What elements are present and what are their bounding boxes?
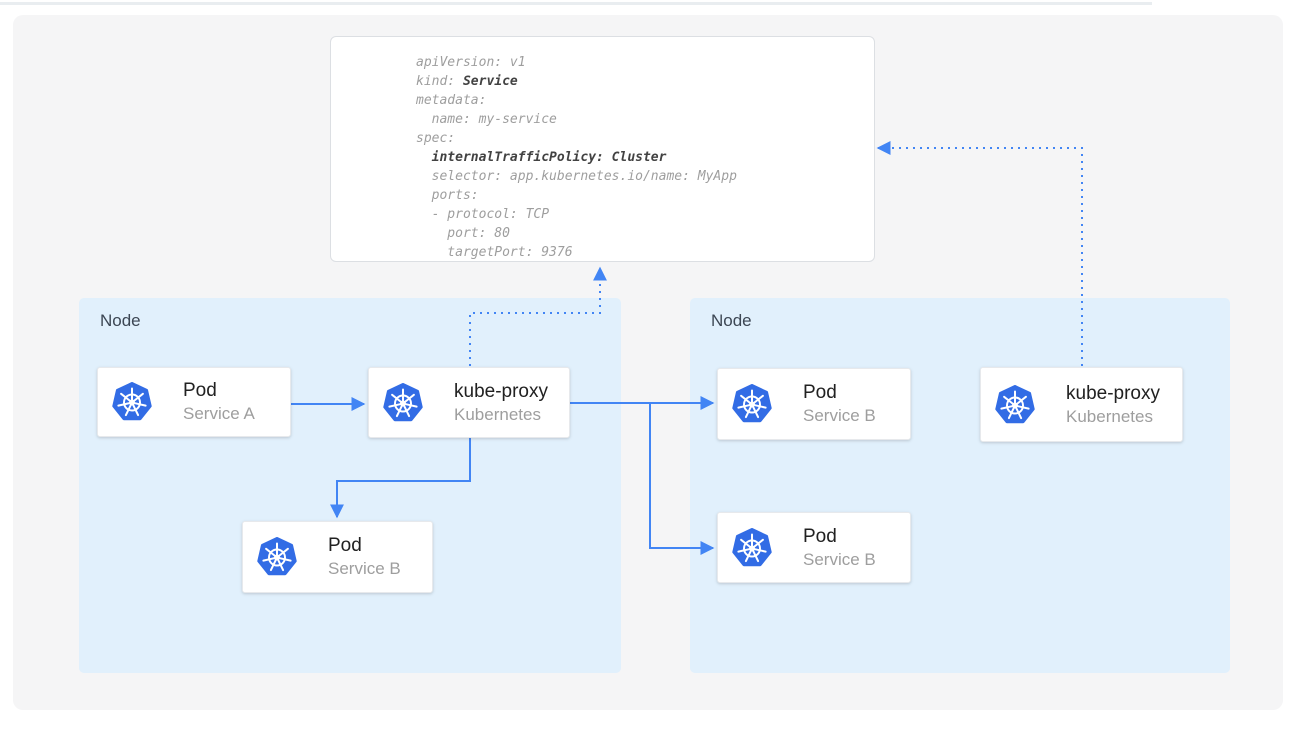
card-title: Pod [183, 380, 217, 401]
kubernetes-icon [257, 537, 297, 576]
node-right-label: Node [711, 311, 752, 330]
kubernetes-icon [112, 382, 152, 421]
kubernetes-icon [732, 384, 772, 423]
card-subtitle: Kubernetes [454, 404, 541, 424]
node-left-label: Node [100, 311, 141, 330]
code-line: name: my-service [416, 112, 557, 127]
card-subtitle: Service A [183, 404, 255, 423]
card-subtitle: Kubernetes [1066, 406, 1153, 426]
card-kube-proxy-left: kube-proxy Kubernetes [368, 367, 570, 438]
card-pod-service-b-right-bottom: Pod Service B [717, 512, 911, 583]
dotted-arrow-kube-proxy-left-to-service-yaml [469, 266, 607, 366]
node-right: Node [690, 298, 1230, 673]
card-subtitle: Service B [803, 406, 876, 425]
kubernetes-icon [732, 527, 772, 566]
diagram-panel: Node Node [13, 15, 1283, 710]
dotted-arrow-kube-proxy-right-to-service-yaml [876, 141, 1083, 366]
card-subtitle: Service B [803, 549, 876, 569]
code-line: apiVersion: v1 [416, 55, 526, 70]
card-kube-proxy-right: kube-proxy Kubernetes [980, 367, 1183, 442]
code-line: port: 80 [416, 226, 510, 241]
code-lines: apiVersion: v1 kind: Service metadata: nam… [331, 37, 874, 262]
card-pod-service-b-right-top: Pod Service B [717, 368, 911, 440]
card-title: Pod [803, 382, 837, 403]
code-line: kind: Service [416, 74, 518, 89]
code-line: targetPort: 9376 [416, 245, 573, 260]
kubernetes-icon [383, 382, 423, 421]
code-line: - protocol: TCP [416, 207, 550, 222]
card-title: kube-proxy [454, 380, 548, 402]
card-pod-service-a: Pod Service A [97, 367, 291, 437]
code-line: spec: [416, 131, 456, 146]
card-subtitle: Service B [328, 559, 401, 578]
code-line: ports: [416, 188, 479, 203]
arrow-kube-proxy-to-pod-right-bottom [649, 403, 715, 555]
service-yaml-card: apiVersion: v1 kind: Service metadata: nam… [330, 36, 875, 262]
card-title: kube-proxy [1066, 382, 1160, 404]
code-line: internalTrafficPolicy: Cluster [431, 150, 667, 165]
code-line: selector: app.kubernetes.io/name: MyApp [416, 169, 737, 184]
card-title: Pod [803, 525, 837, 547]
arrow-kube-proxy-to-pod-b-left [330, 438, 471, 519]
card-title: Pod [328, 535, 362, 556]
code-line: metadata: [416, 93, 487, 108]
node-left: Node [79, 298, 621, 673]
kubernetes-icon [995, 384, 1035, 423]
card-pod-service-b-left: Pod Service B [242, 521, 433, 593]
top-divider [0, 2, 1152, 5]
